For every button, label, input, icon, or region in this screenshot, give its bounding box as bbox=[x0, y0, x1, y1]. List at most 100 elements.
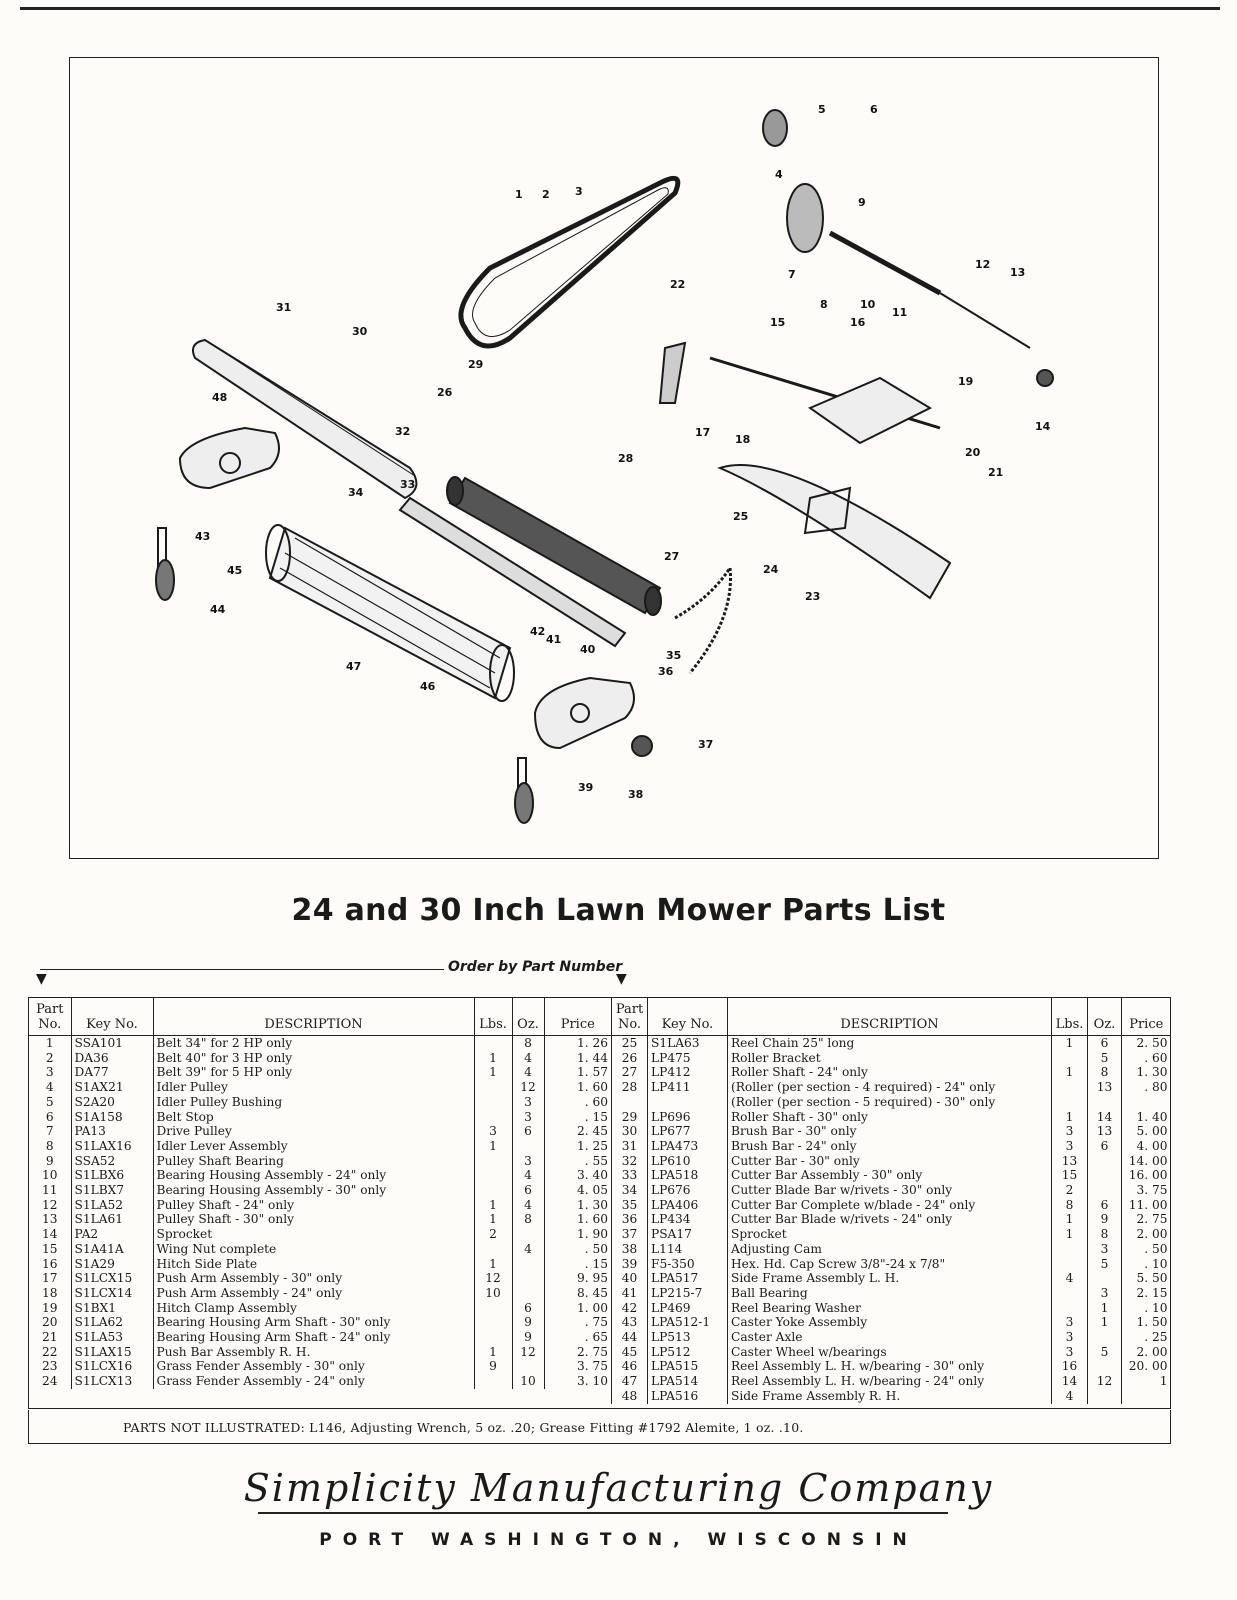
price-cell: 5. 00 bbox=[1136, 1124, 1168, 1139]
price-cell: . 25 bbox=[1144, 1330, 1168, 1345]
part-no-cell: 48 bbox=[611, 1388, 648, 1404]
key-no-cell: S1LA53 bbox=[71, 1330, 154, 1345]
idler-pulley bbox=[762, 109, 788, 147]
part-no-cell: 35 bbox=[611, 1197, 648, 1213]
lbs-cell: 1 bbox=[474, 1256, 513, 1272]
callout-30: 30 bbox=[352, 325, 368, 338]
lbs-cell: 10 bbox=[474, 1285, 513, 1301]
callout-20: 20 bbox=[965, 446, 981, 459]
oz-cell: 5 bbox=[1087, 1050, 1122, 1066]
part-no-cell: 27 bbox=[611, 1065, 648, 1081]
lbs-cell: 2 bbox=[1051, 1183, 1088, 1198]
parts-list-frame: Part No. Key No. DESCRIPTION Lbs. Oz. Pr… bbox=[28, 997, 1171, 1409]
callout-27: 27 bbox=[664, 550, 679, 563]
part-no-cell: 41 bbox=[611, 1285, 648, 1301]
oz-cell: 3 bbox=[512, 1153, 545, 1169]
price-cell: . 15 bbox=[584, 1109, 608, 1124]
callout-39: 39 bbox=[578, 781, 593, 794]
price-cell: 3. 40 bbox=[576, 1168, 608, 1183]
lbs-cell: 4 bbox=[1051, 1388, 1088, 1404]
description-cell: Bearing Housing Assembly - 30" only bbox=[153, 1183, 475, 1198]
oz-cell bbox=[512, 1285, 545, 1301]
oz-cell bbox=[512, 1359, 545, 1375]
price-cell: . 50 bbox=[1144, 1241, 1168, 1256]
key-no-cell: SSA101 bbox=[71, 1035, 154, 1051]
part-no-cell: 19 bbox=[29, 1300, 72, 1316]
key-no-cell: LPA515 bbox=[647, 1359, 728, 1375]
price-cell: 3. 10 bbox=[576, 1374, 608, 1389]
lbs-cell bbox=[474, 1183, 513, 1198]
part-no-cell: 4 bbox=[29, 1080, 72, 1095]
description-cell: Idler Lever Assembly bbox=[153, 1138, 475, 1154]
callout-1: 1 bbox=[515, 188, 523, 201]
oz-cell: 8 bbox=[1087, 1065, 1122, 1081]
oz-cell: 13 bbox=[1087, 1124, 1122, 1139]
lbs-cell: 1 bbox=[1051, 1227, 1088, 1242]
oz-cell: 6 bbox=[512, 1124, 545, 1139]
part-no-cell: 17 bbox=[29, 1271, 72, 1286]
price-cell: . 10 bbox=[1144, 1300, 1168, 1315]
grass-fender bbox=[717, 464, 952, 600]
oz-cell bbox=[1087, 1271, 1122, 1286]
lbs-cell bbox=[474, 1374, 513, 1389]
oz-cell: 12 bbox=[512, 1080, 545, 1095]
oz-cell bbox=[512, 1271, 545, 1286]
lbs-cell bbox=[474, 1241, 513, 1257]
callout-25: 25 bbox=[733, 510, 748, 523]
oz-cell bbox=[1087, 1359, 1122, 1375]
description-cell: Idler Pulley bbox=[153, 1080, 475, 1095]
part-no-cell: 25 bbox=[611, 1035, 648, 1051]
key-no-cell: LP469 bbox=[647, 1300, 728, 1316]
callout-46: 46 bbox=[420, 680, 436, 693]
key-no-cell: LPA516 bbox=[647, 1388, 728, 1404]
order-rule bbox=[40, 969, 620, 970]
oz-cell: 4 bbox=[512, 1241, 545, 1257]
key-no-cell: LP412 bbox=[647, 1065, 728, 1081]
key-no-cell: L114 bbox=[647, 1241, 728, 1257]
caster-left bbox=[155, 527, 175, 601]
lbs-cell: 1 bbox=[474, 1065, 513, 1081]
part-no-cell: 39 bbox=[611, 1256, 648, 1272]
lbs-cell bbox=[474, 1035, 513, 1051]
price-cell: 3. 75 bbox=[576, 1359, 608, 1374]
description-cell: Grass Fender Assembly - 24" only bbox=[153, 1374, 475, 1389]
key-no-cell: S1LA63 bbox=[647, 1035, 728, 1051]
callout-44: 44 bbox=[210, 603, 226, 616]
callout-3: 3 bbox=[575, 185, 583, 198]
description-cell: Grass Fender Assembly - 30" only bbox=[153, 1359, 475, 1375]
callout-35: 35 bbox=[666, 649, 681, 662]
callout-42: 42 bbox=[530, 625, 545, 638]
callout-8: 8 bbox=[820, 298, 828, 311]
lbs-cell: 1 bbox=[1051, 1035, 1088, 1051]
callout-31: 31 bbox=[276, 301, 291, 314]
lbs-cell: 1 bbox=[474, 1212, 513, 1228]
price-cell: . 80 bbox=[1144, 1080, 1168, 1095]
description-cell: Reel Bearing Washer bbox=[727, 1300, 1052, 1316]
description-cell: Ball Bearing bbox=[727, 1285, 1052, 1301]
oz-cell bbox=[1087, 1153, 1122, 1169]
table-row: (Roller (per section - 5 required) - 30"… bbox=[611, 1094, 1171, 1110]
part-no-cell bbox=[611, 1094, 648, 1110]
lbs-cell: 1 bbox=[474, 1138, 513, 1154]
callout-15: 15 bbox=[770, 316, 785, 329]
part-no-cell: 34 bbox=[611, 1183, 648, 1198]
oz-cell: 6 bbox=[1087, 1035, 1122, 1051]
header-key-no: Key No. bbox=[647, 998, 728, 1036]
roller bbox=[446, 476, 662, 616]
callout-41: 41 bbox=[546, 633, 561, 646]
description-cell: Cutter Bar Complete w/blade - 24" only bbox=[727, 1197, 1052, 1213]
order-by-part-number-label: Order by Part Number bbox=[444, 959, 627, 975]
part-no-cell: 45 bbox=[611, 1344, 648, 1360]
part-no-cell: 28 bbox=[611, 1080, 648, 1095]
price-cell: 2. 45 bbox=[576, 1124, 608, 1139]
